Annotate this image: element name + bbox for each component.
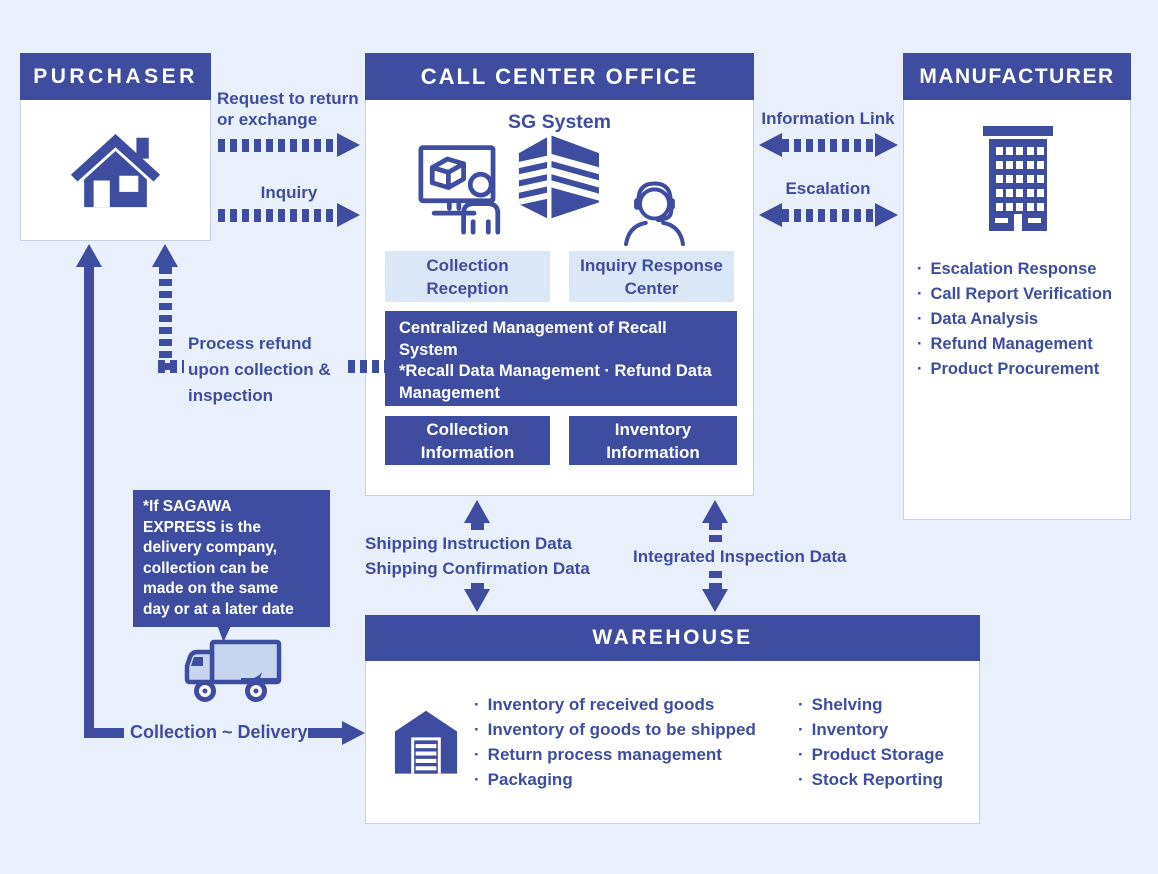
inspection-data-arrow [702,500,728,612]
escalation-arrow [759,203,898,227]
information-link-arrow [759,133,898,157]
office-building-icon [983,126,1053,231]
list-item: Shelving [798,692,944,717]
arrowhead-up [702,500,728,523]
recall-management-box: Centralized Management of Recall System … [385,311,737,406]
manufacturer-title: MANUFACTURER [903,53,1131,100]
list-item: Data Analysis [917,307,1112,332]
collection-information-label: Collection Information [420,419,515,462]
arrowhead-right [337,203,360,227]
collection-delivery-line-vertical [84,265,94,738]
monitor-person-icon [418,145,501,235]
warehouse-box: WAREHOUSE Inventory of received goods In… [365,615,980,824]
truck-icon [184,639,282,702]
inquiry-arrow [218,203,360,227]
collection-information-box: Collection Information [385,416,550,465]
arrowhead-left [759,203,782,227]
arrowhead-up [152,244,178,267]
headset-person-icon [624,181,685,247]
arrowhead-right [875,203,898,227]
manufacturer-box: MANUFACTURER Escalation R [903,53,1131,520]
inventory-information-box: Inventory Information [569,416,737,465]
call-center-box: CALL CENTER OFFICE SG System [365,53,754,496]
list-item: Inventory of goods to be shipped [474,717,756,742]
list-item: Inventory [798,717,944,742]
list-item: Packaging [474,767,756,792]
collection-delivery-line-horizontal [84,728,124,738]
arrowhead-right [342,721,365,745]
warehouse-title: WAREHOUSE [365,615,980,661]
process-refund-arrow [152,244,178,373]
arrowhead-up [76,244,102,267]
recall-management-line1: Centralized Management of Recall System [399,319,667,359]
integrated-inspection-label: Integrated Inspection Data [630,546,850,567]
list-item: Stock Reporting [798,767,944,792]
inventory-information-label: Inventory Information [606,419,700,462]
arrowhead-down [702,589,728,612]
warehouse-icon [394,710,458,774]
request-return-arrow [218,133,360,157]
arrowhead-right [337,133,360,157]
inquiry-label: Inquiry [260,183,318,202]
sg-building-icon [518,135,599,219]
warehouse-task-list-right: Shelving Inventory Product Storage Stock… [798,692,944,792]
list-item: Refund Management [917,332,1112,357]
manufacturer-task-list: Escalation Response Call Report Verifica… [917,257,1113,382]
collection-reception-box: Collection Reception [385,251,550,302]
recall-management-line2: *Recall Data Management · Refund Data Ma… [399,362,712,402]
list-item: Escalation Response [917,257,1112,282]
inquiry-response-center-box: Inquiry Response Center [569,251,734,302]
call-center-title: CALL CENTER OFFICE [365,53,754,100]
house-icon [70,133,161,207]
collection-delivery-line-to-warehouse [308,728,344,738]
process-refund-label: Process refund upon collection & inspect… [188,334,331,405]
purchaser-body [21,101,210,240]
process-refund-corner-dash [158,360,184,373]
request-return-label: Request to return or exchange [217,89,359,129]
list-item: Product Storage [798,742,944,767]
arrowhead-down [464,589,490,612]
list-item: Call Report Verification [917,282,1113,307]
information-link-label: Information Link [761,109,895,128]
purchaser-box: PURCHASER [20,53,211,241]
shipping-data-arrow [464,500,490,612]
purchaser-title: PURCHASER [20,53,211,100]
arrowhead-right [875,133,898,157]
collection-reception-label: Collection Reception [426,255,509,298]
list-item: Product Procurement [917,357,1112,382]
inquiry-response-center-label: Inquiry Response Center [580,255,723,298]
collection-delivery-label: Collection ~ Delivery [130,722,308,742]
list-item: Inventory of received goods [474,692,756,717]
shipping-instruction-label: Shipping Instruction Data [362,533,575,554]
arrowhead-up [464,500,490,523]
escalation-label: Escalation [785,179,871,198]
sagawa-note: *If SAGAWA EXPRESS is the delivery compa… [133,490,330,627]
list-item: Return process management [474,742,756,767]
shipping-confirmation-label: Shipping Confirmation Data [362,558,593,579]
process-refund-dash [348,360,385,373]
warehouse-task-list-left: Inventory of received goods Inventory of… [474,692,756,792]
arrowhead-left [759,133,782,157]
sg-system-label: SG System [508,111,611,133]
